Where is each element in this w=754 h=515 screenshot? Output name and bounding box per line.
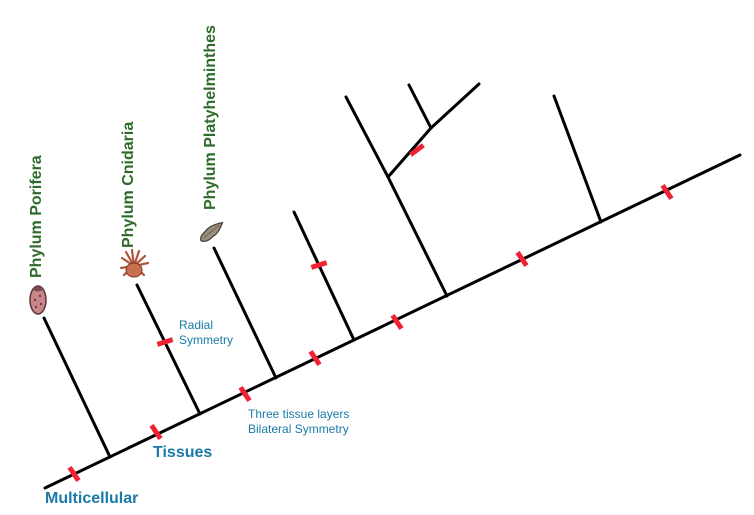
three-line-1: Three tissue layers <box>248 407 350 421</box>
marker-branch-4 <box>310 260 328 270</box>
marker-three-tissue-layers <box>238 385 252 403</box>
branch-5-upper-left <box>407 83 433 130</box>
branch-6 <box>552 94 603 224</box>
three-line-2: Bilateral Symmetry <box>248 422 349 436</box>
flatworm-icon <box>200 221 224 242</box>
branch-5-upper-right <box>429 82 481 130</box>
branch-5-right-stem <box>386 126 433 179</box>
branch-cnidaria <box>135 283 202 416</box>
trait-three-tissue-layers-label: Three tissue layers Bilateral Symmetry <box>248 407 349 437</box>
trait-radial-symmetry-label: Radial Symmetry <box>179 318 233 348</box>
branch-porifera <box>42 316 112 459</box>
sponge-icon <box>29 285 47 315</box>
branch-5 <box>386 175 449 298</box>
radial-line-1: Radial <box>179 318 214 332</box>
marker-trunk-5 <box>390 313 404 331</box>
trait-multicellular-label: Multicellular <box>45 490 139 507</box>
marker-multicellular <box>67 465 81 483</box>
marker-trunk-6 <box>515 250 529 268</box>
branch-platyhelminthes <box>212 246 278 380</box>
radial-line-2: Symmetry <box>179 333 233 347</box>
branch-5-left-tip <box>344 95 390 179</box>
marker-branch-5 <box>409 143 425 157</box>
marker-tissues <box>149 423 163 441</box>
marker-trunk-7 <box>660 183 674 201</box>
sea-anemone-icon <box>119 248 150 278</box>
main-trunk <box>43 153 742 490</box>
phylum-platyhelminthes-label: Phylum Platyhelminthes <box>202 25 219 210</box>
phylum-cnidaria-label: Phylum Cnidaria <box>120 121 137 248</box>
branch-4 <box>292 210 356 342</box>
phylum-porifera-label: Phylum Porifera <box>28 155 45 278</box>
marker-radial-symmetry <box>156 337 174 347</box>
marker-trunk-4 <box>308 349 322 367</box>
trait-tissues-label: Tissues <box>153 444 213 461</box>
